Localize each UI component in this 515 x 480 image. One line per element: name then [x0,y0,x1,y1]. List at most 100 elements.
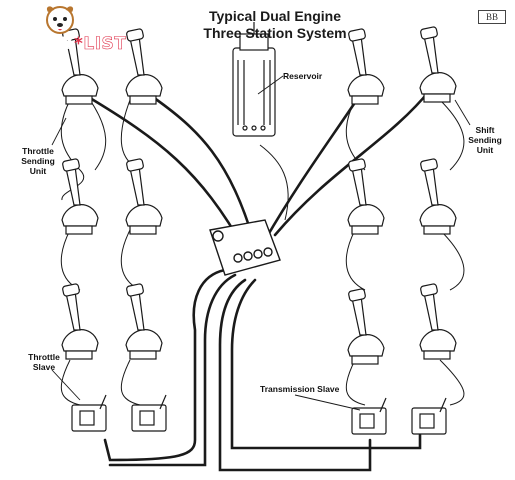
shift-sending-unit-label: Shift Sending Unit [462,125,508,155]
reservoir-port [260,125,266,131]
control-mount [129,225,157,235]
bb-badge: BB [478,10,506,24]
control-mount [423,225,451,235]
hose [148,93,257,247]
throttle-slave-label: Throttle Slave [22,352,66,372]
reservoir [232,22,276,137]
control-lever [351,295,367,336]
control-mount [423,93,451,103]
cable [60,359,81,406]
control-mount [65,95,93,105]
control-lever [129,165,145,206]
control-housing [125,204,163,227]
label-line: Slave [32,362,56,372]
hose [218,278,372,472]
control-housing [347,204,385,227]
cable [259,144,289,221]
label-line: Throttle [28,352,60,362]
cable [60,99,85,201]
control-housing [61,329,99,352]
cable [345,229,366,291]
reservoir-label: Reservoir [283,71,323,81]
hose [230,278,422,450]
distribution-block [209,219,281,276]
control-mount [423,350,451,360]
leader-transmission-slave [294,394,361,411]
control-mount [351,225,379,235]
block-port [233,253,243,263]
control-lever [65,290,81,331]
puppylist-logo: PUPPY*LIST [8,34,126,55]
reservoir-body [232,47,276,137]
control-knob [62,158,80,172]
control-mount [351,95,379,105]
control-mount [65,350,93,360]
control-knob [348,28,366,42]
reservoir-port [242,125,248,131]
cable [439,99,465,171]
control-head [125,158,163,235]
control-housing [347,74,385,97]
slave-cylinder [139,410,155,426]
control-lever [129,35,145,76]
control-housing [419,329,457,352]
control-housing [347,334,385,357]
hose [103,268,227,462]
leader-shift-sending [454,99,471,126]
reservoir-port [251,125,257,131]
control-lever [423,290,439,331]
cable [120,229,141,291]
hydraulic-lines [83,88,432,472]
cable [89,99,107,171]
control-housing [61,74,99,97]
slave-unit [131,394,167,432]
transmission-slave-label: Transmission Slave [260,384,340,394]
control-lever [423,33,439,74]
control-knob [348,158,366,172]
diagram-title-line1: Typical Dual Engine [209,8,341,24]
control-knob [126,28,144,42]
control-housing [419,204,457,227]
control-knob [62,283,80,297]
hose [273,88,432,237]
label-line: Unit [476,145,494,155]
control-head [61,28,99,105]
slave-cylinder [359,413,375,429]
cable [439,359,465,406]
leader-reservoir [257,75,284,95]
block-gauge [212,230,224,242]
control-knob [420,158,438,172]
control-lever [351,35,367,76]
slave-arm [99,394,107,410]
cable [60,229,81,291]
control-housing [61,204,99,227]
control-head [419,283,457,360]
control-head [61,283,99,360]
slave-unit [71,394,107,432]
control-mount [65,225,93,235]
control-knob [420,26,438,40]
leader-lines [51,75,471,411]
control-knob [348,288,366,302]
leader-throttle-sending [51,117,67,146]
control-knob [126,158,144,172]
control-head [347,158,385,235]
throttle-sending-unit-label: Throttle Sending Unit [18,146,58,176]
control-knob [420,283,438,297]
label-line: Throttle [22,146,54,156]
control-lever [65,165,81,206]
block-port [263,247,273,257]
logo-star: * [74,34,84,54]
control-housing [419,72,457,95]
block-port [243,251,253,261]
control-lever [423,165,439,206]
slave-cylinder [79,410,95,426]
control-head [419,26,457,103]
block-port [253,249,263,259]
control-head [347,288,385,365]
control-head [347,28,385,105]
control-head [125,283,163,360]
control-lever [129,290,145,331]
control-housing [125,74,163,97]
